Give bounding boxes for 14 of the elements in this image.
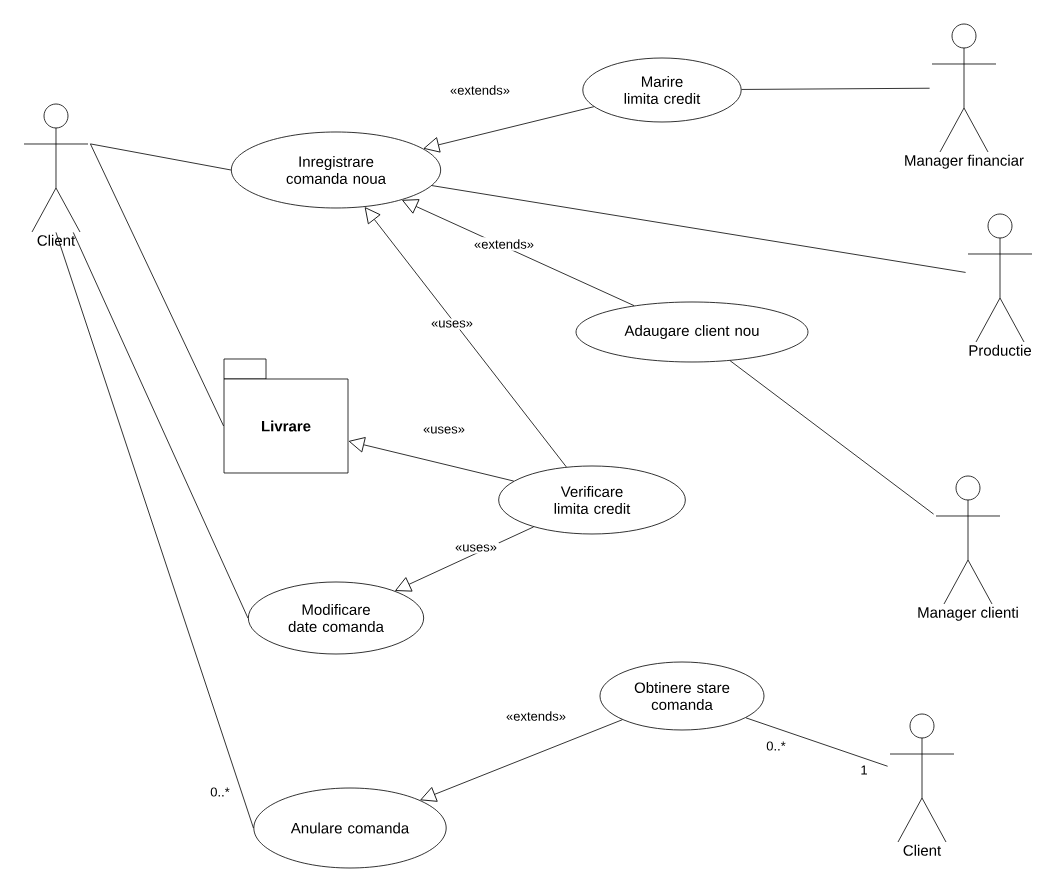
connector bbox=[348, 437, 515, 482]
connector bbox=[402, 199, 635, 307]
connector bbox=[90, 143, 232, 171]
connector bbox=[55, 232, 254, 829]
connector bbox=[431, 185, 966, 273]
connector bbox=[745, 717, 888, 767]
connector bbox=[423, 106, 595, 153]
connector bbox=[741, 87, 930, 90]
connector bbox=[729, 360, 934, 515]
connector bbox=[72, 232, 249, 619]
connector bbox=[395, 526, 534, 592]
connector bbox=[420, 719, 623, 802]
connector bbox=[364, 207, 567, 468]
connector bbox=[90, 143, 224, 427]
